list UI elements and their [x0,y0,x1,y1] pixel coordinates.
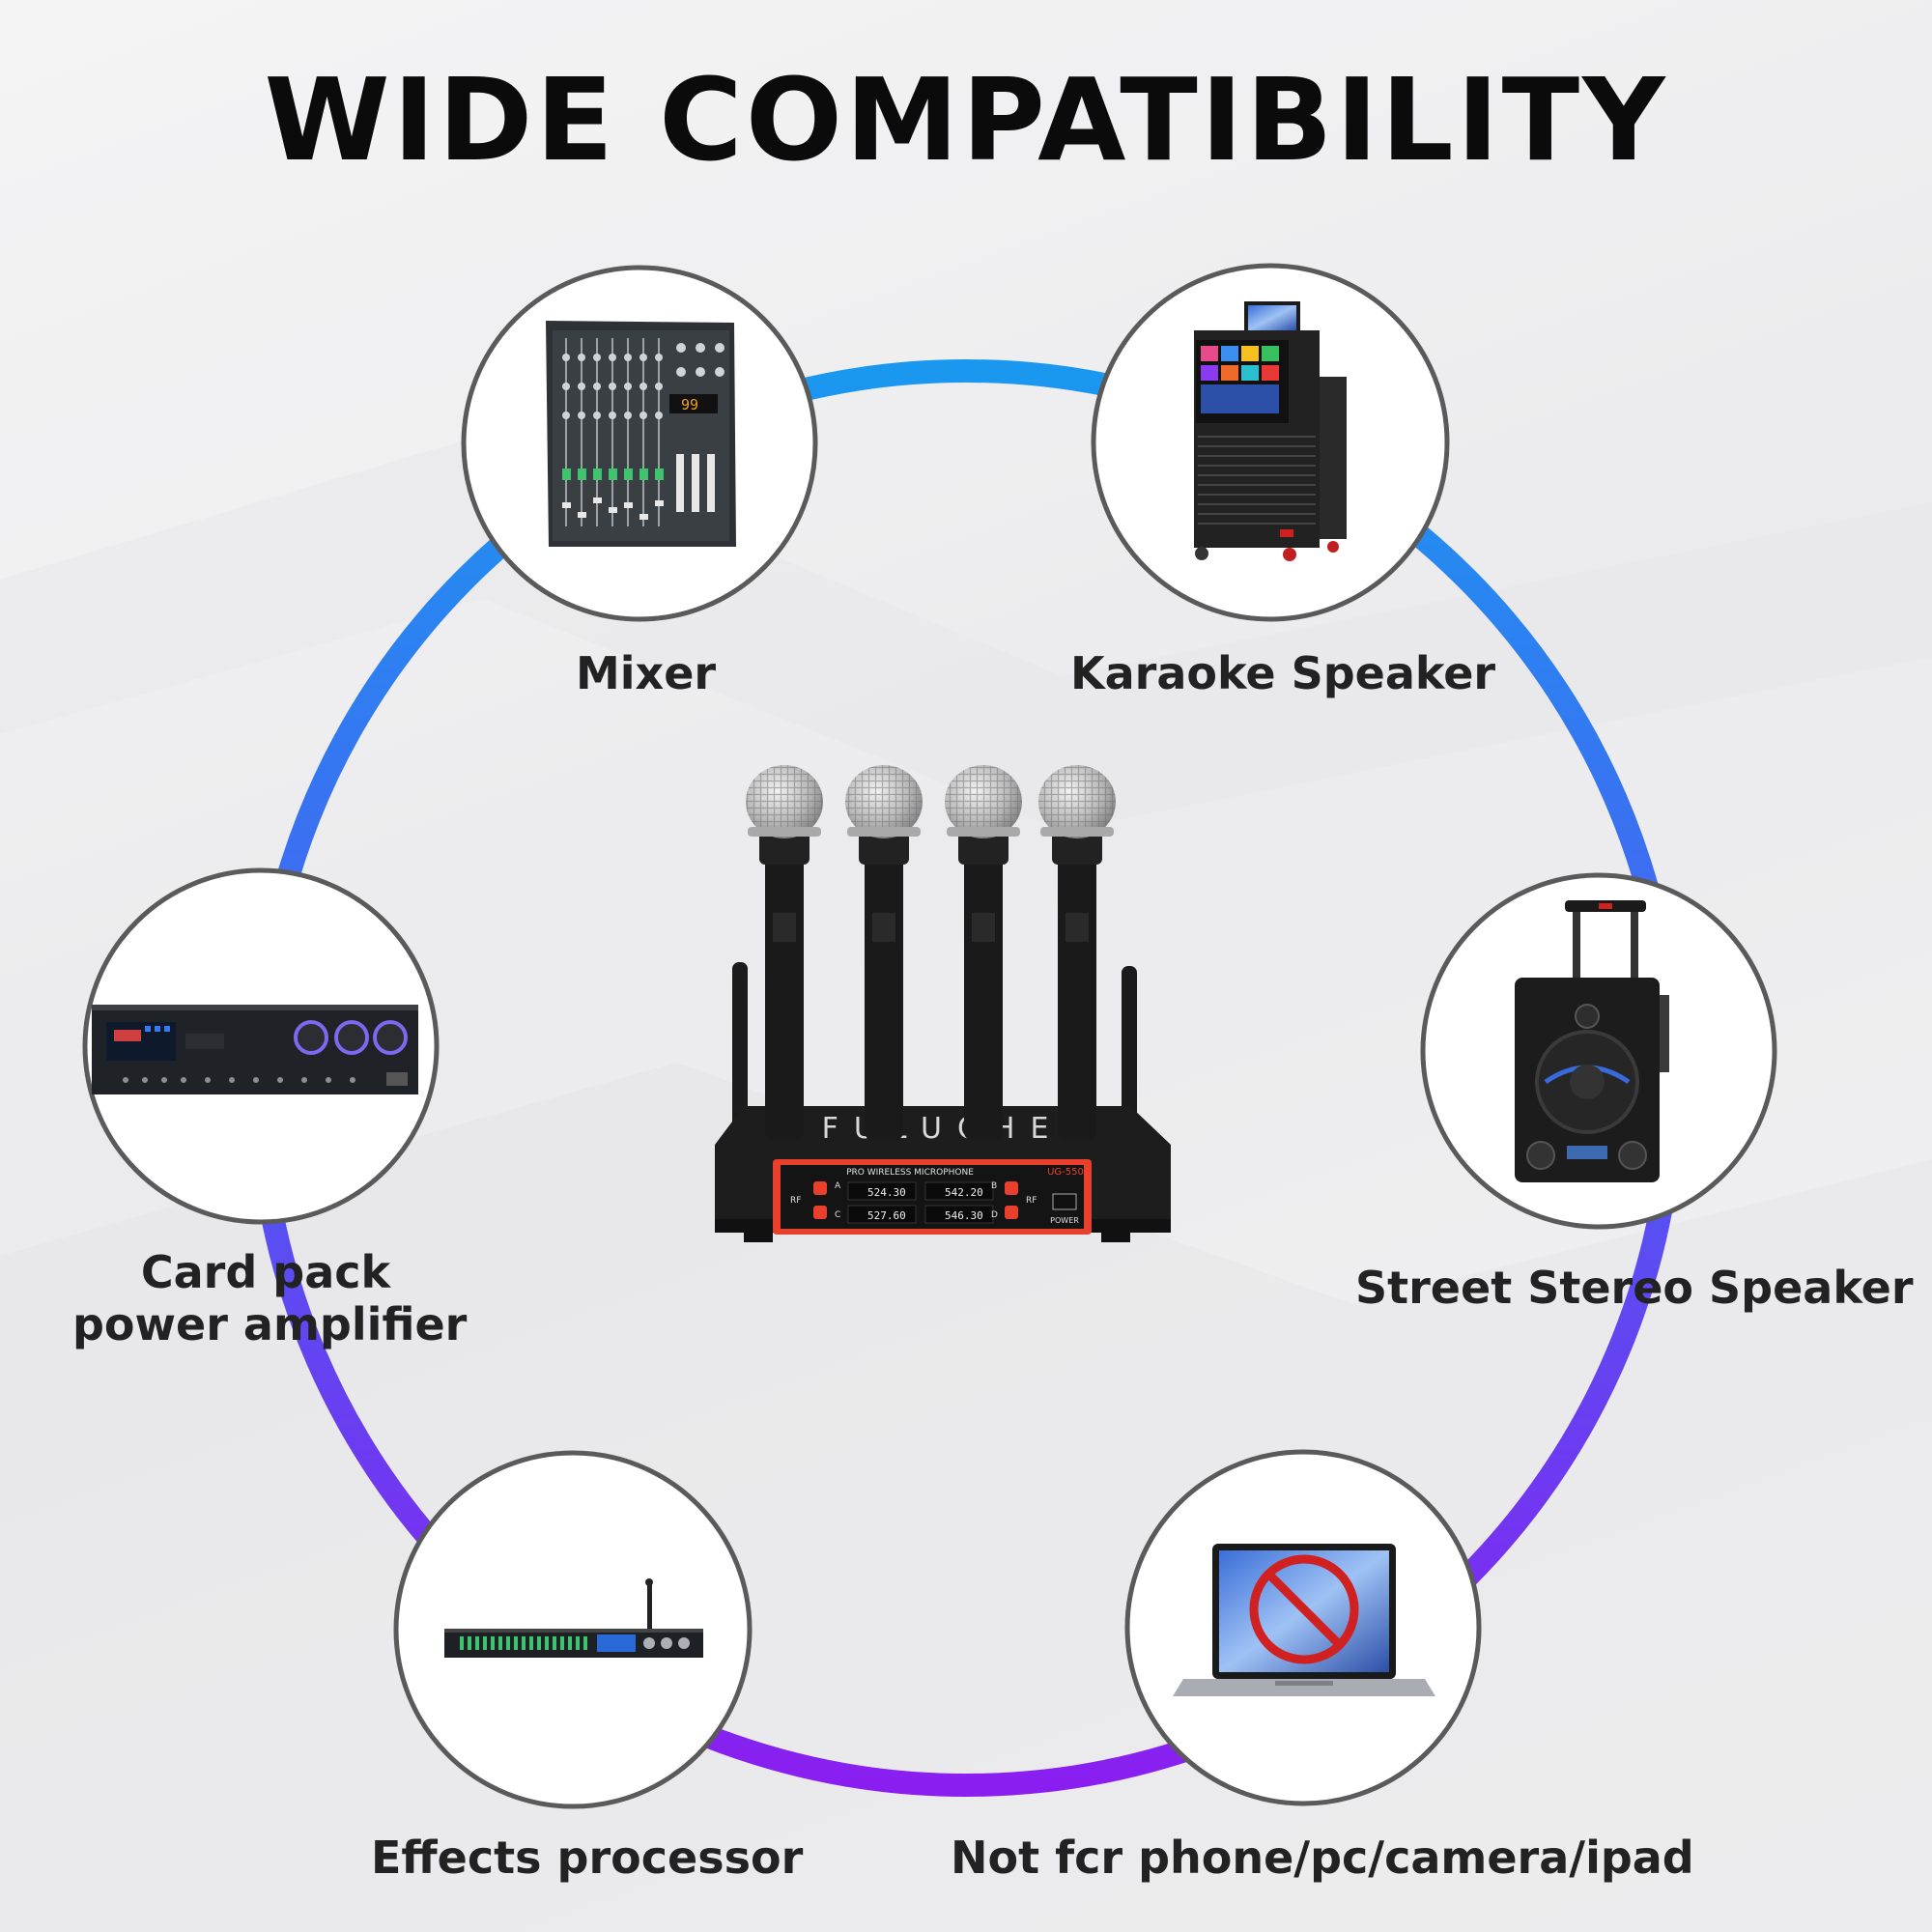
microphone-1 [746,765,823,1140]
wireless-mic-system: FULUCHE PRO WIRELESS MICROPHONE UG-550 5… [715,765,1171,1242]
freq-a: 524.30 [867,1186,906,1199]
antenna-left [732,962,748,1141]
laptop-circle [1124,1449,1482,1806]
channel-d: D [991,1210,998,1220]
mixer-circle: 99 [461,265,818,622]
rf-label-right: RF [1026,1196,1037,1206]
karaoke-speaker-icon [1194,301,1347,561]
laptop-prohibited-icon [1173,1544,1435,1696]
amplifier-icon [92,1005,418,1094]
panel-title: PRO WIRELESS MICROPHONE [846,1168,974,1178]
rf-label-left: RF [790,1196,801,1206]
label-not-compatible: Not fcr phone/pc/camera/ipad [951,1832,1694,1884]
microphone-3 [945,765,1022,1140]
effects-processor-circle [393,1450,753,1809]
freq-c: 527.60 [867,1209,906,1222]
amplifier-circle [82,867,440,1225]
label-card-pack-amplifier: Card pack power amplifier [72,1246,467,1351]
karaoke-speaker-circle [1091,263,1450,622]
label-card-pack-amplifier-text: Card pack power amplifier [72,1246,468,1351]
trolley-speaker-icon [1515,900,1669,1182]
power-label: POWER [1050,1216,1079,1225]
power-button [1052,1193,1077,1210]
street-speaker-circle [1420,872,1777,1230]
microphone-4 [1038,765,1116,1140]
channel-displays: 524.30 542.20 527.60 546.30 [847,1181,994,1224]
channel-b: B [991,1181,997,1191]
brand-logo: FULUCHE [822,1112,1065,1146]
freq-d: 546.30 [945,1209,983,1222]
channel-c: C [835,1210,840,1220]
model-label: UG-550 [1047,1167,1084,1178]
page-title: WIDE COMPATIBILITY [264,53,1668,186]
label-street-stereo-speaker: Street Stereo Speaker [1355,1262,1914,1314]
label-mixer: Mixer [576,647,717,699]
freq-b: 542.20 [945,1186,983,1199]
microphone-2 [845,765,923,1140]
mixer-icon: 99 [546,321,736,547]
mixer-display: 99 [681,396,698,413]
effects-processor-icon [444,1578,703,1658]
label-effects-processor: Effects processor [371,1832,804,1884]
label-karaoke-speaker: Karaoke Speaker [1070,647,1496,699]
antenna-right [1122,966,1137,1141]
channel-a: A [835,1181,841,1191]
